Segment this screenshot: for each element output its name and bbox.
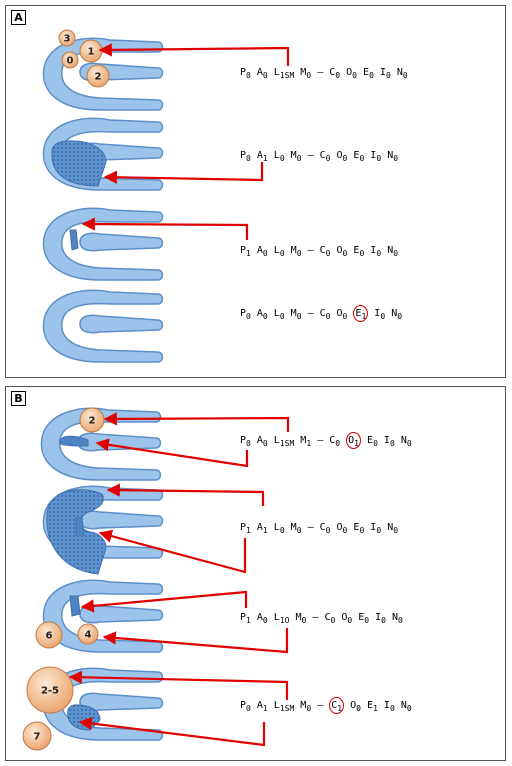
arrow-b4a: [68, 670, 289, 700]
ball-a-2: 2: [86, 64, 110, 88]
ball-label: 1: [88, 47, 95, 58]
arrow-b1a: [103, 412, 290, 432]
formula-a2: P0 A1 L0 M0 – C0 O0 E0 I0 N0: [240, 150, 399, 163]
ball-label: 3: [64, 34, 71, 45]
formula-b3: P1 A0 L1O M0 – C0 O0 E0 I0 N0: [240, 612, 403, 625]
arrow-a1: [98, 43, 290, 66]
arrow-a2: [103, 162, 264, 184]
ball-label: 6: [46, 631, 53, 642]
ball-b-4: 4: [77, 623, 99, 645]
ball-a-1: 1: [79, 39, 103, 63]
structure-a3: [42, 207, 164, 281]
ball-label: 2-5: [41, 686, 59, 697]
ball-b-6: 6: [35, 621, 63, 649]
ball-b-2-5: 2-5: [26, 666, 74, 714]
ball-a-0: 0: [61, 51, 79, 69]
panel-label-b: B: [11, 391, 26, 406]
formula-b1: P0 A0 L1SM M1 – C0 O1 E0 I0 N0: [240, 432, 412, 449]
ball-label: 7: [34, 732, 41, 743]
arrow-b2a: [106, 483, 265, 506]
ball-b-2: 2: [79, 407, 105, 433]
arrow-b1b: [95, 438, 249, 468]
structure-a4: [42, 289, 164, 363]
arrow-a3: [81, 217, 249, 240]
formula-a1: P0 A0 L1SM M0 – C0 O0 E0 I0 N0: [240, 67, 408, 80]
arrow-b2b: [98, 529, 247, 574]
ball-a-3: 3: [58, 29, 76, 47]
ball-label: 0: [67, 56, 74, 67]
arrow-b3b: [102, 628, 289, 654]
structure-b2: [42, 485, 164, 575]
arrow-b3a: [80, 590, 248, 613]
ball-b-7: 7: [22, 721, 52, 751]
formula-a3: P1 A0 L0 M0 – C0 O0 E0 I0 N0: [240, 245, 399, 258]
formula-b4: P0 A1 L1SM M0 – C1 O0 E1 I0 N0: [240, 697, 412, 714]
formula-b2: P1 A1 L0 M0 – C0 O0 E0 I0 N0: [240, 522, 399, 535]
formula-a4: P0 A0 L0 M0 – C0 O0 E1 I0 N0: [240, 305, 402, 322]
panel-label-a: A: [11, 10, 26, 25]
ball-label: 4: [85, 630, 92, 641]
structure-a2: [42, 117, 164, 191]
arrow-b4b: [78, 716, 266, 747]
ball-label: 2: [89, 416, 96, 427]
ball-label: 2: [95, 72, 102, 83]
